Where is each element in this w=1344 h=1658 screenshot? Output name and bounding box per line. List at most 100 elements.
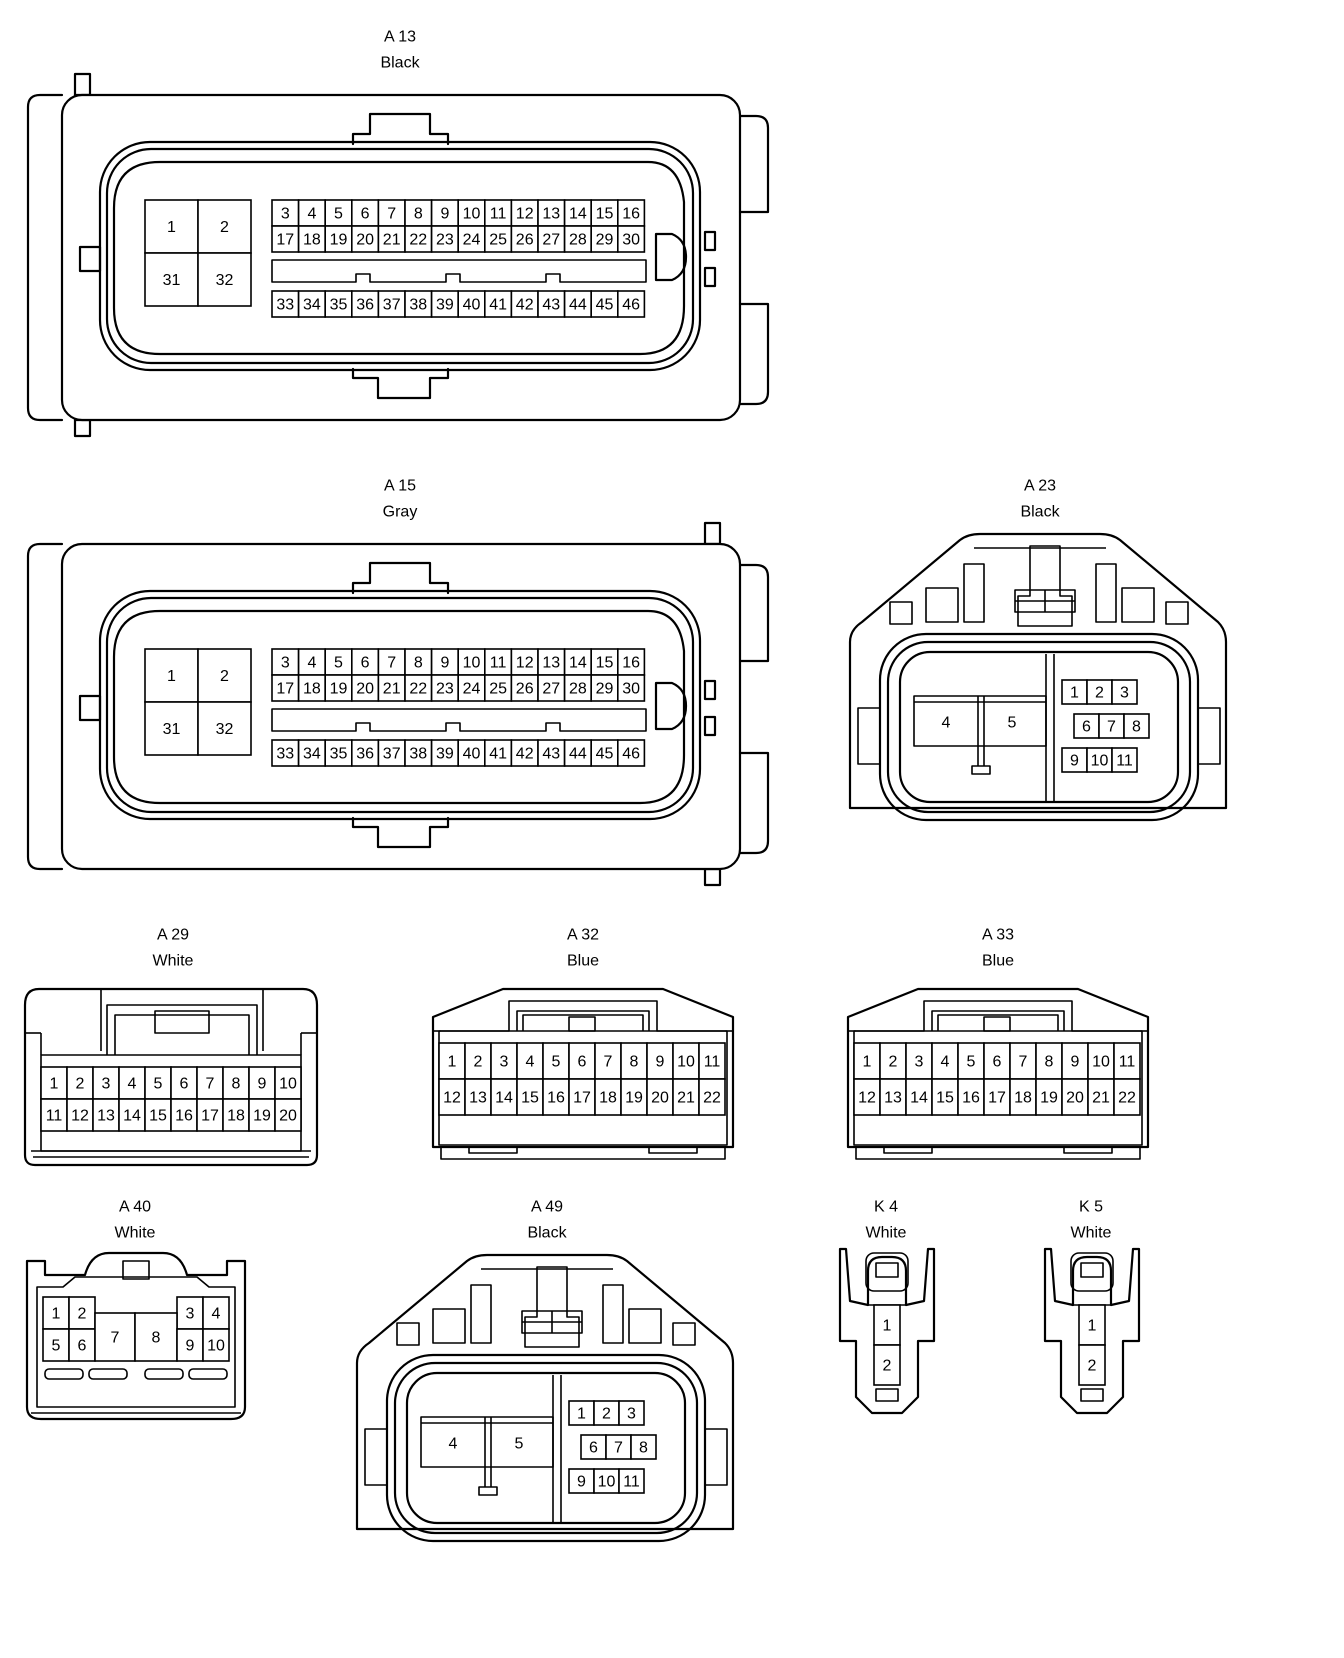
pin-cavity: 42 (510, 290, 539, 318)
pin-number: 30 (622, 232, 640, 249)
pin-cavity: 22 (404, 674, 433, 702)
pin-number: 19 (330, 232, 348, 249)
pin-number: 20 (356, 232, 374, 249)
pin-cavity: 1 (1061, 679, 1088, 705)
pin-number: 2 (883, 1358, 892, 1375)
pin-cavity: 34 (297, 290, 327, 318)
pin-cavity: 15 (590, 648, 619, 676)
pin-number: 5 (1008, 715, 1017, 732)
pin-number: 20 (651, 1090, 669, 1107)
pin-number: 4 (941, 1054, 950, 1071)
pin-number: 4 (212, 1306, 221, 1323)
pin-number: 24 (463, 681, 481, 698)
pin-cavity: 4 (297, 199, 327, 227)
pin-cavity: 29 (590, 225, 619, 253)
pin-cavity: 5 (324, 199, 353, 227)
pin-number: 11 (704, 1054, 721, 1071)
pin-number: 31 (163, 721, 181, 738)
pin-cavity: 39 (430, 739, 460, 767)
pin-cavity: 9 (430, 648, 460, 676)
pin-cavity: 21 (377, 674, 406, 702)
pin-cavity: 1 (40, 1066, 68, 1100)
pin-number: 13 (884, 1090, 902, 1107)
pin-cavity: 32 (197, 252, 252, 307)
pin-cavity: 37 (377, 739, 406, 767)
pin-number: 20 (279, 1108, 297, 1125)
pin-cavity: 34 (297, 739, 327, 767)
pin-number: 28 (569, 232, 587, 249)
connector-color: White (115, 1225, 156, 1242)
pin-number: 10 (598, 1474, 616, 1491)
pin-number: 22 (409, 232, 427, 249)
pin-number: 21 (677, 1090, 695, 1107)
pin-cavity: 3 (271, 199, 300, 227)
pin-number: 7 (604, 1054, 613, 1071)
pin-number: 2 (602, 1406, 611, 1423)
pin-number: 1 (1070, 685, 1079, 702)
pin-cavity: 13 (464, 1078, 492, 1116)
pin-number: 5 (154, 1076, 163, 1093)
pin-number: 16 (962, 1090, 980, 1107)
pin-number: 1 (448, 1054, 457, 1071)
connector-color: Black (527, 1225, 567, 1242)
pin-number: 4 (128, 1076, 137, 1093)
pin-number: 20 (1066, 1090, 1084, 1107)
pin-number: 19 (1040, 1090, 1058, 1107)
pin-cavity: 27 (537, 674, 566, 702)
pin-cavity: 1 (42, 1296, 70, 1330)
pin-number: 17 (276, 681, 294, 698)
pin-cavity: 21 (672, 1078, 700, 1116)
pin-cavity: 8 (1035, 1042, 1063, 1080)
pin-number: 14 (495, 1090, 513, 1107)
pin-number: 18 (1014, 1090, 1032, 1107)
pin-number: 5 (52, 1338, 61, 1355)
pin-number: 38 (409, 746, 427, 763)
pin-number: 6 (361, 655, 370, 672)
pin-cavity: 13 (92, 1098, 120, 1132)
pin-cavity: 6 (568, 1042, 596, 1080)
pin-number: 30 (622, 681, 640, 698)
pin-number: 5 (552, 1054, 561, 1071)
pin-number: 7 (1019, 1054, 1028, 1071)
pin-cavity: 45 (590, 290, 619, 318)
pin-cavity: 6 (170, 1066, 198, 1100)
pin-cavity: 3 (271, 648, 300, 676)
pin-number: 12 (443, 1090, 461, 1107)
pin-cavity: 12 (66, 1098, 94, 1132)
pin-cavity: 27 (537, 225, 566, 253)
pin-cavity: 8 (630, 1434, 657, 1460)
pin-number: 1 (167, 219, 176, 236)
pin-number: 6 (361, 206, 370, 223)
pin-number: 14 (123, 1108, 141, 1125)
pin-cavity: 28 (563, 225, 592, 253)
pin-number: 9 (186, 1338, 195, 1355)
pin-cavity: 33 (271, 739, 300, 767)
pin-cavity: 30 (616, 674, 646, 702)
pin-number: 38 (409, 297, 427, 314)
pin-number: 1 (863, 1054, 872, 1071)
pin-number: 28 (569, 681, 587, 698)
pin-cavity: 20 (350, 225, 380, 253)
pin-cavity: 44 (563, 739, 592, 767)
pin-cavity: 37 (377, 290, 406, 318)
pin-number: 37 (383, 746, 401, 763)
pin-number: 39 (436, 297, 454, 314)
pin-number: 8 (414, 206, 423, 223)
pin-cavity: 23 (430, 225, 460, 253)
pin-cavity: 6 (350, 648, 380, 676)
connector-code: A 23 (1024, 478, 1056, 495)
pin-cavity: 9 (1061, 1042, 1089, 1080)
pin-number: 29 (596, 681, 614, 698)
pin-cavity: 15 (144, 1098, 172, 1132)
pin-cavity: 44 (563, 290, 592, 318)
pin-cavity: 9 (646, 1042, 674, 1080)
pin-cavity: 9 (1061, 747, 1088, 773)
pin-cavity: 12 (510, 648, 539, 676)
pin-cavity: 14 (905, 1078, 933, 1116)
